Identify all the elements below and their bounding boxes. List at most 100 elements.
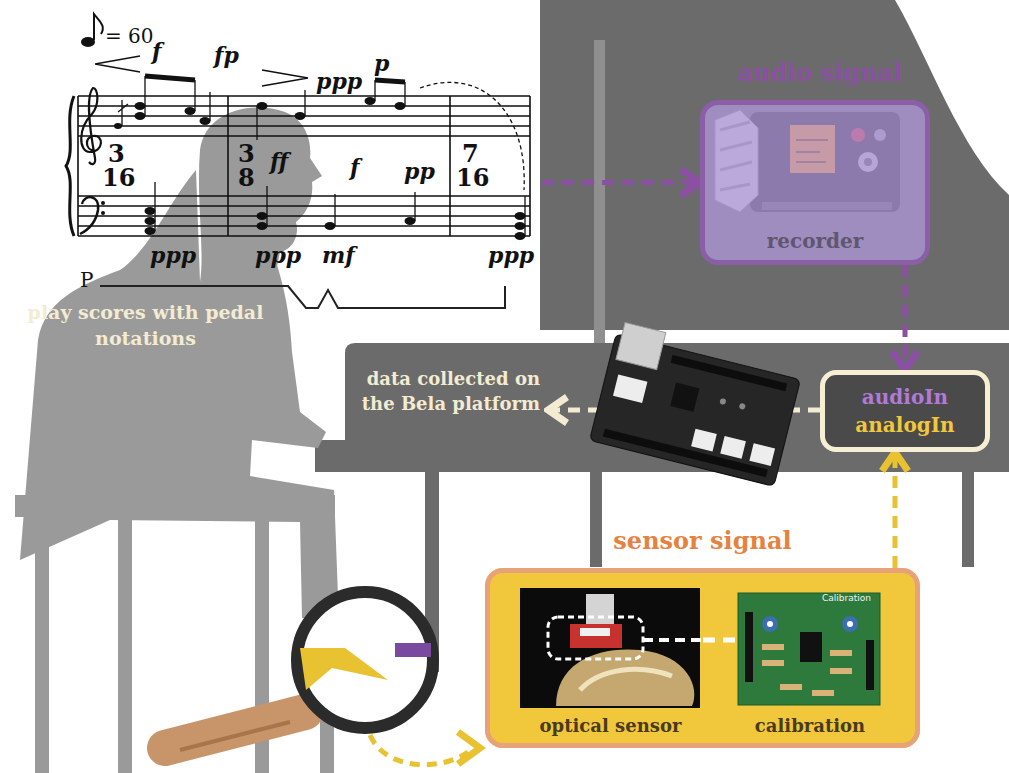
process-text: data collected on the Bela platform	[350, 366, 540, 416]
pianist-silhouette	[35, 515, 49, 773]
sensor-panel-fill	[485, 568, 920, 748]
optical-sensor-photo	[520, 588, 700, 708]
music-score	[135, 102, 146, 110]
signal-arrow	[703, 638, 735, 643]
bela-board	[719, 398, 726, 405]
piano-body	[590, 472, 602, 567]
box-title: audio signal	[675, 59, 965, 88]
magnifier	[300, 648, 388, 690]
music-score	[395, 102, 406, 110]
calibration-board-photo	[767, 621, 773, 627]
time-signature: 16	[102, 166, 135, 190]
optical-sensor-photo	[580, 628, 610, 636]
time-signature: 7	[462, 142, 479, 166]
music-score	[135, 112, 146, 120]
music-score	[101, 211, 105, 215]
music-score: = 60ffppppp31638fffmfpp716pppppppppP	[72, 18, 542, 318]
music-score	[515, 222, 526, 230]
instruction-text: play scores with pedal notations	[18, 300, 273, 351]
music-score	[295, 112, 306, 120]
music-score	[81, 37, 95, 47]
dynamic-marking: ppp	[150, 244, 196, 266]
dynamic-marking: f	[350, 156, 359, 178]
magnifier	[180, 722, 290, 750]
piano-lid	[540, 0, 1009, 330]
calibration-board-photo	[738, 593, 880, 705]
score-marking: P	[80, 270, 93, 290]
device-label: recorder	[705, 229, 925, 253]
optical-sensor-photo	[520, 588, 703, 708]
music-score	[420, 82, 524, 190]
dynamic-marking: p	[374, 52, 389, 74]
music-score	[257, 222, 268, 230]
music-score	[101, 201, 105, 205]
music-score	[78, 96, 530, 236]
music-score	[94, 14, 103, 40]
optical-sensor-photo	[580, 669, 672, 690]
music-score	[145, 217, 156, 225]
music-score	[78, 96, 530, 236]
music-score	[145, 207, 156, 215]
piano-lid	[540, 0, 1009, 330]
music-score	[325, 222, 336, 230]
calibration-board-photo	[812, 690, 834, 696]
calibration-board-photo	[738, 593, 880, 705]
music-score	[200, 117, 211, 125]
magnifier	[297, 592, 433, 728]
pianist-silhouette	[118, 515, 132, 773]
photo-caption: optical sensor	[518, 715, 703, 737]
time-signature: 3	[238, 142, 255, 166]
music-score	[81, 88, 101, 164]
music-score	[185, 107, 196, 115]
dynamic-marking: mf	[322, 244, 355, 266]
sensor-panel-fill	[485, 568, 920, 748]
time-signature: 8	[238, 166, 255, 190]
bela-board	[720, 436, 746, 459]
calibration-board-photo	[762, 644, 852, 696]
lid-prop	[594, 40, 605, 345]
music-score	[66, 14, 530, 240]
dynamic-marking: fp	[214, 44, 239, 66]
pianist-silhouette	[199, 108, 322, 282]
music-score	[66, 96, 74, 236]
dynamic-marking: ppp	[255, 244, 301, 266]
bela-board	[613, 374, 647, 403]
magnifier	[165, 712, 305, 748]
photo-caption: calibration	[735, 715, 885, 737]
pianist-silhouette	[20, 170, 362, 620]
zoom-arrow	[370, 732, 480, 765]
music-score	[257, 212, 268, 220]
music-score	[80, 197, 98, 234]
signal-arrow	[542, 180, 700, 185]
zoom-arrow	[458, 732, 480, 764]
bela-board	[739, 403, 746, 410]
piano-body	[962, 472, 974, 567]
calibration-board-photo	[762, 644, 784, 650]
calibration-board-photo	[800, 632, 822, 662]
optical-sensor-photo	[643, 638, 703, 642]
music-score	[114, 123, 122, 129]
calibration-panel: calibration	[735, 591, 885, 744]
dynamic-marking: pp	[404, 160, 435, 182]
box-title: sensor signal	[490, 527, 915, 556]
signal-name: analogIn	[825, 413, 985, 437]
optical-sensor-panel: optical sensor	[518, 587, 703, 744]
magnifier	[395, 643, 431, 657]
audio-signal-box: audio signalrecorder	[700, 100, 930, 265]
dynamic-marking: ppp	[488, 244, 534, 266]
dynamic-marking: ff	[270, 150, 288, 172]
dynamic-marking: ppp	[316, 70, 362, 92]
music-score	[145, 227, 156, 235]
calibration-board-photo	[745, 612, 753, 682]
magnifier	[165, 592, 433, 750]
music-score	[95, 56, 140, 72]
calibration-board-photo	[830, 650, 852, 656]
optical-sensor-photo	[570, 624, 622, 648]
bela-board	[616, 322, 666, 369]
music-score	[515, 232, 526, 240]
signal-arrow	[903, 265, 908, 370]
music-score	[114, 97, 526, 240]
music-score	[365, 97, 376, 105]
calibration-board-photo	[780, 684, 802, 690]
